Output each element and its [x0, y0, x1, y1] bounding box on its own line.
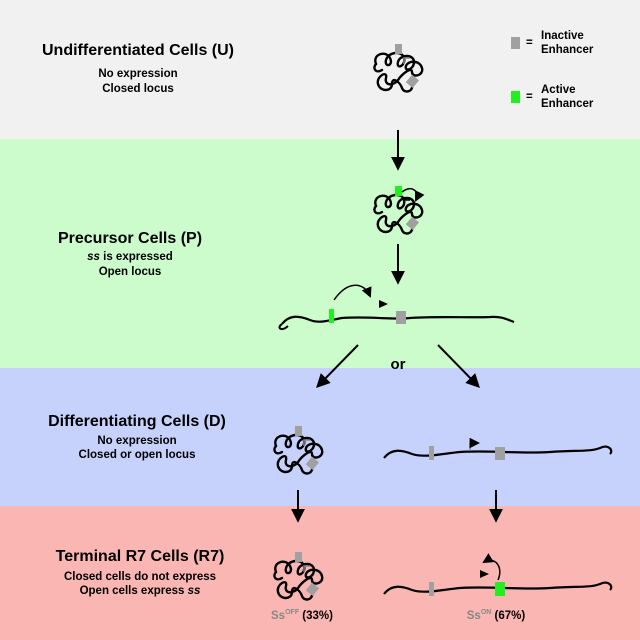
stage-d-title: Differentiating Cells (D) — [48, 413, 226, 430]
legend-inactive-label-1: Inactive — [541, 30, 584, 42]
open-locus-d — [383, 437, 613, 460]
stage-band-differentiating — [0, 368, 640, 506]
opening-locus-p — [373, 186, 425, 235]
stage-r7-title: Terminal R7 Cells (R7) — [55, 548, 225, 565]
closed-locus-r7 — [273, 552, 324, 601]
stage-band-precursor — [0, 139, 640, 368]
stage-d-line1: No expression — [97, 435, 177, 447]
closed-locus-u — [373, 44, 424, 93]
legend-active-label-1: Active — [541, 84, 576, 96]
legend-active-eq: = — [526, 91, 533, 103]
closed-locus-d — [273, 426, 324, 475]
legend-inactive-label-2: Enhancer — [541, 44, 594, 56]
outcome-off-pct: (33%) — [299, 609, 333, 622]
legend-active-label-2: Enhancer — [541, 98, 594, 110]
arrow-to-open-branch — [437, 344, 480, 389]
gene-name-ss: ss — [187, 585, 201, 597]
arrow-to-closed-branch — [316, 344, 359, 389]
stage-u-title: Undifferentiated Cells (U) — [41, 42, 234, 59]
legend-inactive-swatch — [511, 37, 520, 49]
stage-u-line1: No expression — [98, 68, 178, 80]
stage-r7-line2-rest: Open cells express — [79, 585, 188, 597]
gene-name-ss: ss — [87, 251, 100, 263]
stage-band-undifferentiated — [0, 0, 640, 139]
open-locus-r7 — [383, 553, 613, 596]
stage-p-line2: Open locus — [98, 266, 162, 278]
branch-or-label: or — [390, 356, 406, 373]
outcome-off-base: Ss — [271, 609, 286, 622]
outcome-off-label: SsOFF (33%) — [262, 609, 342, 622]
outcome-on-label: SsON (67%) — [456, 609, 536, 622]
legend-inactive-eq: = — [526, 37, 533, 49]
stage-p-line1-rest: is expressed — [99, 251, 173, 263]
stage-p-title: Precursor Cells (P) — [57, 230, 203, 247]
stage-r7-line1: Closed cells do not express — [63, 571, 217, 583]
outcome-off-sup: OFF — [285, 609, 300, 616]
stage-r7-line2: Open cells express ss — [10, 584, 270, 599]
stage-p-line1: ss is expressed — [10, 250, 250, 265]
stage-u-line2: Closed locus — [102, 83, 174, 95]
legend-active-swatch — [511, 91, 520, 103]
stage-d-line2: Closed or open locus — [78, 449, 196, 461]
outcome-on-pct: (67%) — [491, 609, 526, 622]
open-locus-p — [278, 284, 515, 331]
outcome-on-sup: ON — [480, 609, 492, 616]
outcome-on-base: Ss — [466, 609, 481, 622]
